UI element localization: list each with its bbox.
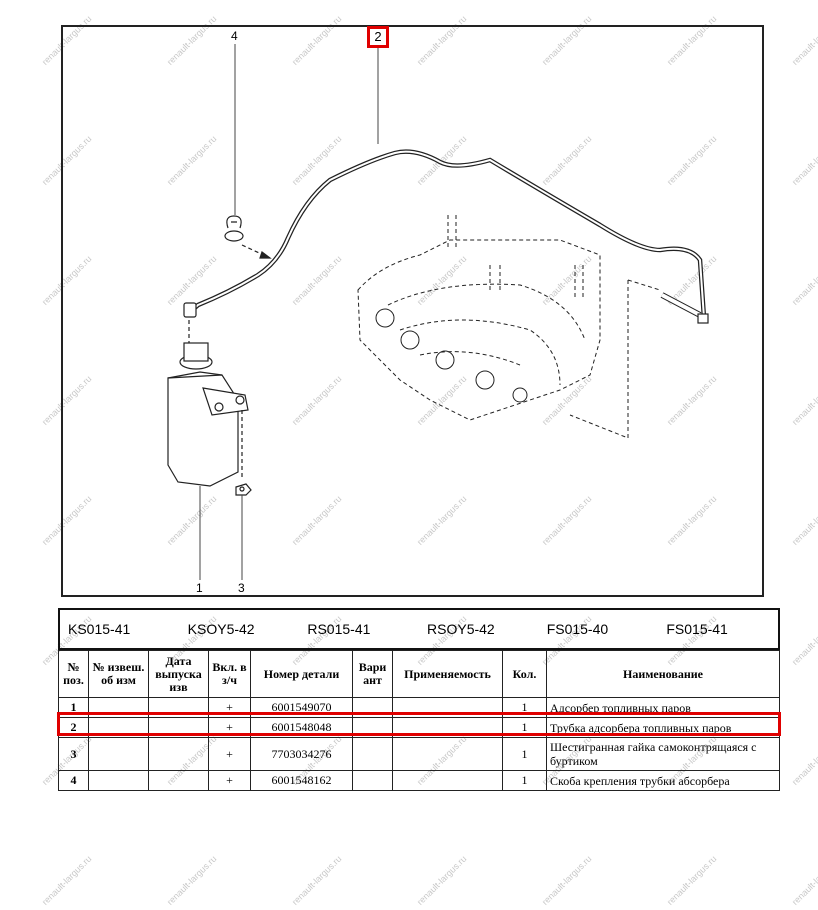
cell-included: + [208, 697, 251, 718]
header-part-number: Номер детали [250, 650, 353, 698]
cell-quantity: 1 [502, 737, 547, 771]
model-codes-bar: KS015-41 KSOY5-42 RS015-41 RSOY5-42 FS01… [58, 608, 780, 650]
table-row[interactable]: 4 + 6001548162 1 Скоба крепления трубки … [58, 770, 780, 791]
hex-nut[interactable] [235, 483, 252, 496]
cell-part-number: 6001548162 [250, 770, 353, 791]
table-row-highlighted[interactable]: 2 + 6001548048 1 Трубка адсорбера топлив… [58, 717, 780, 738]
cell-date [148, 717, 209, 738]
cell-variant [352, 737, 393, 771]
intake-manifold [357, 215, 661, 439]
cell-quantity: 1 [502, 770, 547, 791]
cell-name: Адсорбер топливных паров [546, 697, 780, 718]
cell-quantity: 1 [502, 717, 547, 738]
header-name: Наименование [546, 650, 780, 698]
cell-date [148, 737, 209, 771]
cell-variant [352, 717, 393, 738]
cell-date [148, 697, 209, 718]
model-code: KS015-41 [68, 621, 131, 637]
cell-name: Трубка адсорбера топливных паров [546, 717, 780, 738]
model-code: RS015-41 [307, 621, 371, 637]
callout-1[interactable]: 1 [196, 581, 203, 595]
header-position: № поз. [58, 650, 89, 698]
parts-diagram-frame [61, 25, 764, 597]
cell-included: + [208, 737, 251, 771]
parts-table: № поз. № извеш. об изм Дата выпуска изв … [58, 650, 780, 791]
cell-applicability [392, 717, 503, 738]
cell-name: Шестигранная гайка самоконтрящаяся с бур… [546, 737, 780, 771]
model-code: RSOY5-42 [427, 621, 495, 637]
cell-part-number: 6001549070 [250, 697, 353, 718]
cell-variant [352, 697, 393, 718]
manifold-ports [375, 308, 528, 403]
cell-name: Скоба крепления трубки абсорбера [546, 770, 780, 791]
table-row[interactable]: 1 + 6001549070 1 Адсорбер топливных паро… [58, 697, 780, 718]
header-applicability: Применяемость [392, 650, 503, 698]
cell-notice [88, 717, 149, 738]
cell-position: 1 [58, 697, 89, 718]
watermark-text: renault-largus.ru [290, 853, 344, 908]
header-variant: Вари ант [352, 650, 393, 698]
callout-3[interactable]: 3 [238, 581, 245, 595]
watermark-text: renault-largus.ru [165, 853, 219, 908]
exploded-parts-diagram [167, 44, 709, 580]
model-code: KSOY5-42 [187, 621, 255, 637]
watermark-text: renault-largus.ru [540, 853, 594, 908]
header-notice-number: № извеш. об изм [88, 650, 149, 698]
cell-position: 2 [58, 717, 89, 738]
cell-variant [352, 770, 393, 791]
cell-part-number: 6001548048 [250, 717, 353, 738]
table-row[interactable]: 3 + 7703034276 1 Шестигранная гайка само… [58, 737, 780, 771]
header-notice-date: Дата выпуска изв [148, 650, 209, 698]
adsorber-pipe[interactable] [183, 149, 709, 324]
cell-part-number: 7703034276 [250, 737, 353, 771]
pipe-clip[interactable] [224, 215, 272, 259]
watermark-text: renault-largus.ru [790, 733, 818, 788]
watermark-text: renault-largus.ru [790, 853, 818, 908]
callout-4[interactable]: 4 [231, 29, 238, 43]
watermark-text: renault-largus.ru [415, 853, 469, 908]
cell-notice [88, 770, 149, 791]
cell-included: + [208, 717, 251, 738]
watermark-text: renault-largus.ru [665, 853, 719, 908]
cell-applicability [392, 770, 503, 791]
cell-applicability [392, 737, 503, 771]
model-code: FS015-40 [546, 621, 609, 637]
table-header-row: № поз. № извеш. об изм Дата выпуска изв … [58, 650, 780, 698]
cell-included: + [208, 770, 251, 791]
cell-position: 3 [58, 737, 89, 771]
cell-notice [88, 697, 149, 718]
watermark-text: renault-largus.ru [40, 853, 94, 908]
header-included: Вкл. в з/ч [208, 650, 251, 698]
header-quantity: Кол. [502, 650, 547, 698]
callout-2-highlighted[interactable]: 2 [367, 26, 389, 48]
cell-quantity: 1 [502, 697, 547, 718]
watermark-text: renault-largus.ru [790, 613, 818, 668]
cell-position: 4 [58, 770, 89, 791]
model-code: FS015-41 [666, 621, 728, 637]
callout-leaders [199, 44, 379, 580]
adsorber-canister[interactable] [167, 320, 249, 487]
cell-date [148, 770, 209, 791]
cell-applicability [392, 697, 503, 718]
cell-notice [88, 737, 149, 771]
